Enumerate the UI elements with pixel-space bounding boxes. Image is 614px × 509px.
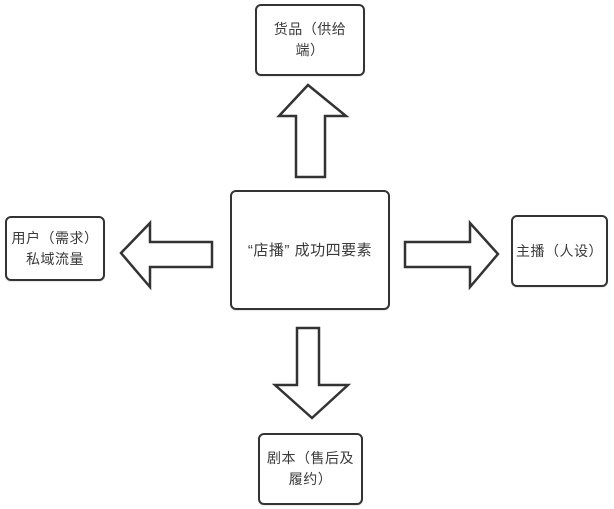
box-script-aftersales-label-line2: 履约）	[288, 471, 333, 487]
down-arrow-icon	[271, 326, 352, 420]
right-arrow-icon	[403, 219, 500, 291]
box-script-aftersales-label-line1: 剧本（售后及	[267, 450, 354, 466]
up-arrow-icon	[276, 83, 350, 179]
box-goods-supply-label-line2: 端）	[295, 42, 325, 58]
box-script-aftersales: 剧本（售后及 履约）	[258, 433, 363, 505]
box-center-four-elements: “店播” 成功四要素	[230, 190, 390, 310]
box-center-four-elements-label: “店播” 成功四要素	[247, 241, 373, 259]
box-users-demand-label-line2: 私域流量	[26, 250, 84, 267]
box-goods-supply-label-line1: 货品（供给	[273, 21, 347, 37]
box-goods-supply: 货品（供给 端）	[255, 4, 365, 76]
box-host-persona: 主播（人设）	[511, 215, 608, 287]
box-users-demand: 用户（需求） 私域流量	[5, 216, 105, 281]
box-host-persona-label: 主播（人设）	[516, 242, 603, 259]
box-users-demand-label-line1: 用户（需求）	[11, 229, 99, 246]
left-arrow-icon	[119, 219, 214, 291]
